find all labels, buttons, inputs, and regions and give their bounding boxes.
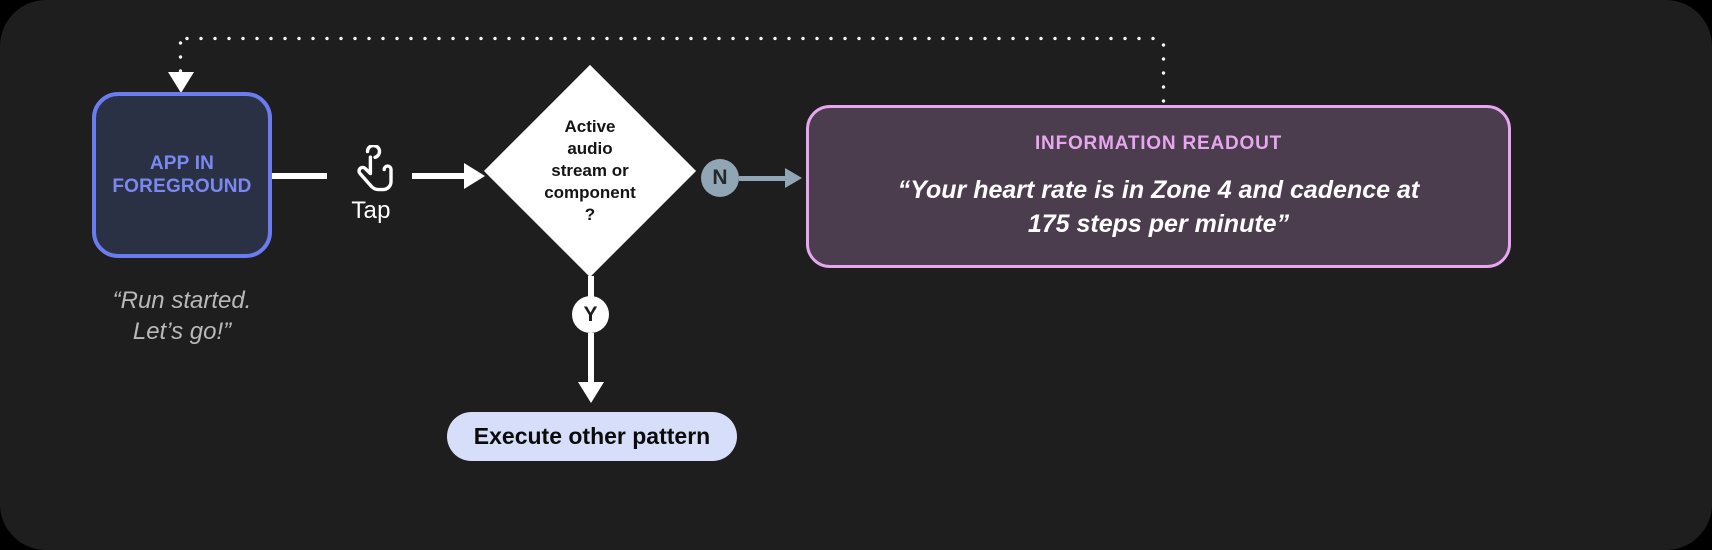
information-readout-body-line1: “Your heart rate is in Zone 4 and cadenc… [897,175,1420,204]
branch-badge-yes-label: Y [583,302,598,326]
tap-gesture-group: Tap [333,145,409,225]
connector-tap-to-decision [412,173,467,179]
node-app-in-foreground[interactable]: APP IN FOREGROUND [92,92,272,258]
branch-badge-yes: Y [572,296,609,333]
decision-line-2: audio [567,138,613,158]
app-node-label-line2: FOREGROUND [112,176,252,197]
execute-other-pattern-label: Execute other pattern [473,423,711,449]
connector-no-to-readout-arrowhead [785,168,802,188]
tap-label: Tap [351,197,391,224]
branch-badge-no-label: N [712,166,728,189]
branch-badge-no: N [701,159,739,197]
app-node-label-line1: APP IN [149,152,215,174]
execute-other-pattern-pill[interactable]: Execute other pattern [447,412,737,461]
information-readout-body: “Your heart rate is in Zone 4 and cadenc… [898,173,1419,241]
connector-no-to-readout [739,176,787,181]
connector-yes-to-execute [588,333,594,385]
information-readout-card[interactable]: INFORMATION READOUT “Your heart rate is … [806,105,1511,268]
app-caption-line2: Let’s go!” [132,317,232,345]
connector-yes-to-execute-arrowhead [578,382,604,403]
app-node-caption: “Run started. Let’s go!” [62,286,302,347]
connector-tap-to-decision-arrowhead [464,163,485,189]
decision-line-1: Active [564,116,616,136]
decision-line-3: stream or [551,160,629,180]
app-caption-line1: “Run started. [112,287,252,314]
decision-node-active-audio[interactable]: Active audio stream or component ? [483,64,697,278]
feedback-path-right-segment [1161,38,1166,106]
feedback-path-top-segment [180,36,1164,41]
feedback-path-left-segment [178,36,183,76]
information-readout-body-line2: 175 steps per minute” [1027,209,1290,238]
information-readout-title: INFORMATION READOUT [1034,132,1283,154]
connector-decision-to-yes [588,276,594,298]
app-node-label: APP IN FOREGROUND [112,152,251,198]
decision-line-5: ? [584,205,596,225]
feedback-path-arrowhead [168,72,194,93]
decision-line-4: component [544,183,636,203]
connector-app-to-tap [272,173,327,179]
decision-label: Active audio stream or component ? [485,66,695,276]
tap-gesture-icon [357,145,393,192]
